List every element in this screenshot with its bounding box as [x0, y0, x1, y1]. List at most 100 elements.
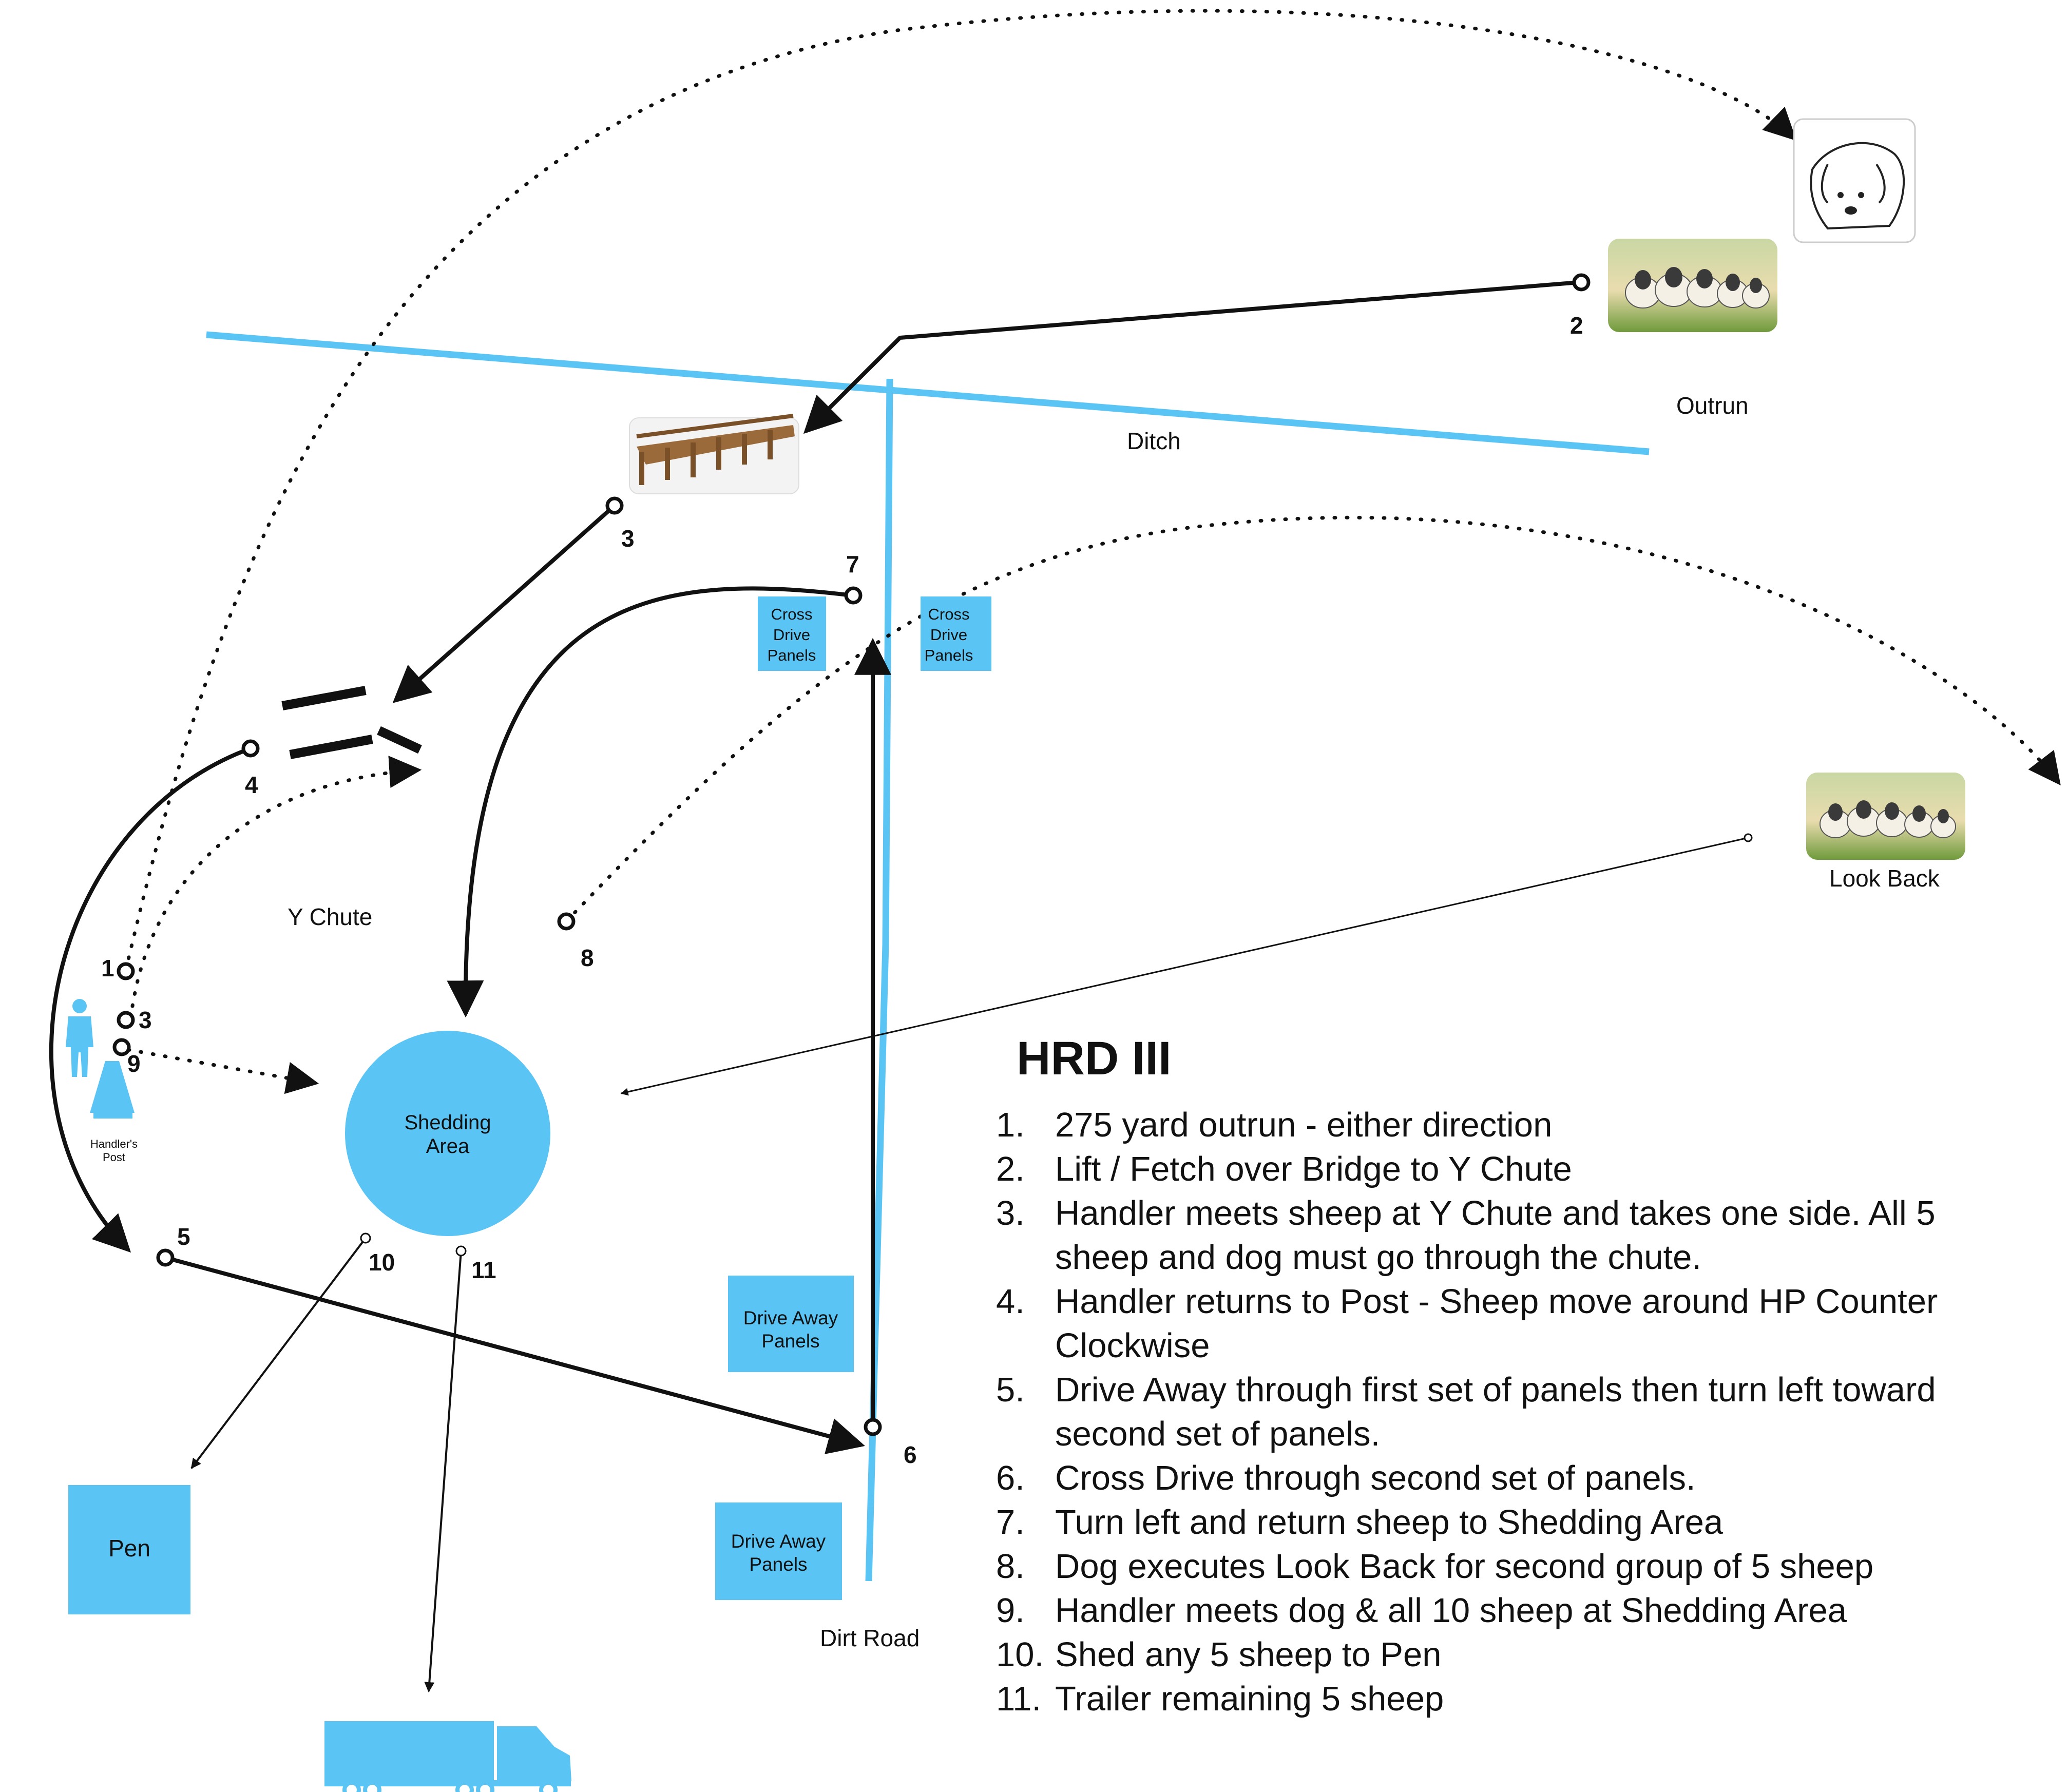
svg-text:Drive Away: Drive Away — [731, 1531, 826, 1552]
waypoint-5 — [156, 1248, 175, 1267]
sheep-group-icon — [1608, 239, 1777, 332]
marker-5: 5 — [177, 1223, 190, 1250]
svg-text:Panels: Panels — [925, 646, 973, 664]
marker-3-post: 3 — [139, 1007, 152, 1033]
step-item: 9. Handler meets dog & all 10 sheep at Sh… — [996, 1589, 2033, 1633]
drive-away-panels-upper: Drive Away Panels — [728, 1276, 854, 1372]
bridge-icon — [629, 414, 799, 494]
step-text: Handler returns to Post - Sheep move aro… — [1055, 1282, 1938, 1365]
waypoints — [112, 273, 1591, 1436]
svg-text:Drive: Drive — [930, 626, 967, 644]
step-item: 10. Shed any 5 sheep to Pen — [996, 1633, 2033, 1677]
ditch-label: Ditch — [1127, 428, 1181, 454]
step-item: 3.Handler meets sheep at Y Chute and tak… — [996, 1191, 2033, 1280]
waypoint-2 — [1572, 273, 1591, 292]
step-item: 11. Trailer remaining 5 sheep — [996, 1677, 2033, 1721]
marker-2: 2 — [1570, 312, 1583, 339]
svg-text:Drive Away: Drive Away — [743, 1307, 838, 1328]
chute-dog-path — [130, 756, 422, 1008]
pen: Pen — [68, 1485, 190, 1614]
step-text: Dog executes Look Back for second group … — [1055, 1547, 1874, 1586]
shedding-area-label-2: Area — [426, 1135, 470, 1158]
step-number: 5. — [996, 1371, 1025, 1409]
truck-icon — [324, 1721, 571, 1792]
look-back-return-line — [620, 837, 1749, 1096]
drive-away-path — [164, 1256, 865, 1454]
waypoint-3-post — [117, 1011, 135, 1029]
handlers-post-label-1: Handler's — [90, 1138, 138, 1150]
step-number: 4. — [996, 1282, 1025, 1321]
y-chute — [281, 686, 422, 759]
person-icon — [66, 999, 93, 1077]
step-number: 6. — [996, 1459, 1025, 1497]
step-text: Handler meets dog & all 10 sheep at Shed… — [1055, 1591, 1847, 1630]
waypoint-9 — [112, 1038, 131, 1056]
marker-7: 7 — [846, 551, 859, 577]
step-item: 6. Cross Drive through second set of pane… — [996, 1456, 2033, 1500]
svg-text:Pen: Pen — [108, 1535, 150, 1562]
small-waypoints — [360, 833, 1753, 1257]
svg-text:Cross: Cross — [928, 605, 970, 623]
outrun-label: Outrun — [1676, 392, 1749, 419]
step-text: Shed any 5 sheep to Pen — [1055, 1635, 1442, 1674]
ditch-line — [206, 331, 1650, 455]
cross-drive-panels-right: Cross Drive Panels — [921, 596, 991, 671]
look-back-label: Look Back — [1829, 865, 1940, 892]
svg-text:Drive: Drive — [773, 626, 810, 644]
step-number: 10. — [996, 1635, 1044, 1674]
svg-text:Panels: Panels — [768, 646, 816, 664]
step-text: 275 yard outrun - either direction — [1055, 1106, 1553, 1144]
look-back-start — [1744, 833, 1753, 842]
step-item: 8. Dog executes Look Back for second grou… — [996, 1545, 2033, 1589]
drive-away-panels-lower: Drive Away Panels — [715, 1502, 842, 1600]
step-text: Drive Away through first set of panels t… — [1055, 1371, 1936, 1453]
step-item: 5. Drive Away through first set of panels… — [996, 1368, 2033, 1456]
step-number: 7. — [996, 1503, 1025, 1541]
svg-text:Panels: Panels — [761, 1331, 819, 1352]
waypoint-3 — [605, 496, 624, 515]
waypoint-6 — [864, 1418, 882, 1436]
waypoint-8 — [557, 912, 576, 931]
shed-to-pen-path — [190, 1237, 367, 1469]
step-text: Lift / Fetch over Bridge to Y Chute — [1055, 1150, 1572, 1188]
svg-text:Cross: Cross — [771, 605, 813, 623]
dirt-road-label: Dirt Road — [820, 1625, 920, 1651]
look-back-path — [564, 515, 2061, 923]
waypoint-11 — [455, 1245, 467, 1257]
y-chute-label: Y Chute — [288, 903, 372, 930]
marker-9: 9 — [127, 1050, 141, 1077]
step-number: 2. — [996, 1150, 1025, 1188]
step-text: Trailer remaining 5 sheep — [1055, 1680, 1444, 1718]
outrun-path — [124, 9, 1797, 972]
handlers-post-label-2: Post — [103, 1151, 125, 1164]
marker-3-course: 3 — [621, 525, 635, 552]
step-item: 4. Handler returns to Post - Sheep move a… — [996, 1280, 2033, 1368]
shedding-area — [345, 1031, 550, 1236]
marker-1: 1 — [101, 955, 114, 981]
step-number: 8. — [996, 1547, 1025, 1586]
look-back-sheep-icon — [1806, 773, 1965, 860]
course-title: HRD III — [1017, 1032, 1172, 1085]
svg-text:Panels: Panels — [749, 1554, 807, 1575]
waypoint-1 — [117, 962, 135, 980]
waypoint-7 — [844, 586, 863, 605]
step-number: 9. — [996, 1591, 1025, 1630]
step-item: 1.275 yard outrun - either direction — [996, 1103, 2033, 1147]
dog-icon — [1793, 118, 1916, 243]
step-number: 3. — [996, 1194, 1025, 1232]
shed-to-trailer-path — [424, 1250, 462, 1692]
cone-icon — [90, 1061, 135, 1119]
step-item: 2. Lift / Fetch over Bridge to Y Chute — [996, 1147, 2033, 1191]
step-text: Turn left and return sheep to Shedding A… — [1055, 1503, 1724, 1541]
cross-drive-panels-left: Cross Drive Panels — [758, 596, 826, 671]
return-to-shed-path — [447, 586, 853, 1018]
marker-8: 8 — [581, 945, 594, 971]
step-text: Cross Drive through second set of panels… — [1055, 1459, 1696, 1497]
bridge-to-chute-path — [392, 504, 616, 703]
course-instructions: HRD III 1.275 yard outrun - either direc… — [996, 1032, 2033, 1721]
waypoint-10 — [360, 1232, 371, 1244]
marker-6: 6 — [904, 1441, 917, 1468]
step-number: 11. — [996, 1680, 1042, 1718]
steps-list: 1.275 yard outrun - either direction 2. L… — [996, 1103, 2033, 1721]
